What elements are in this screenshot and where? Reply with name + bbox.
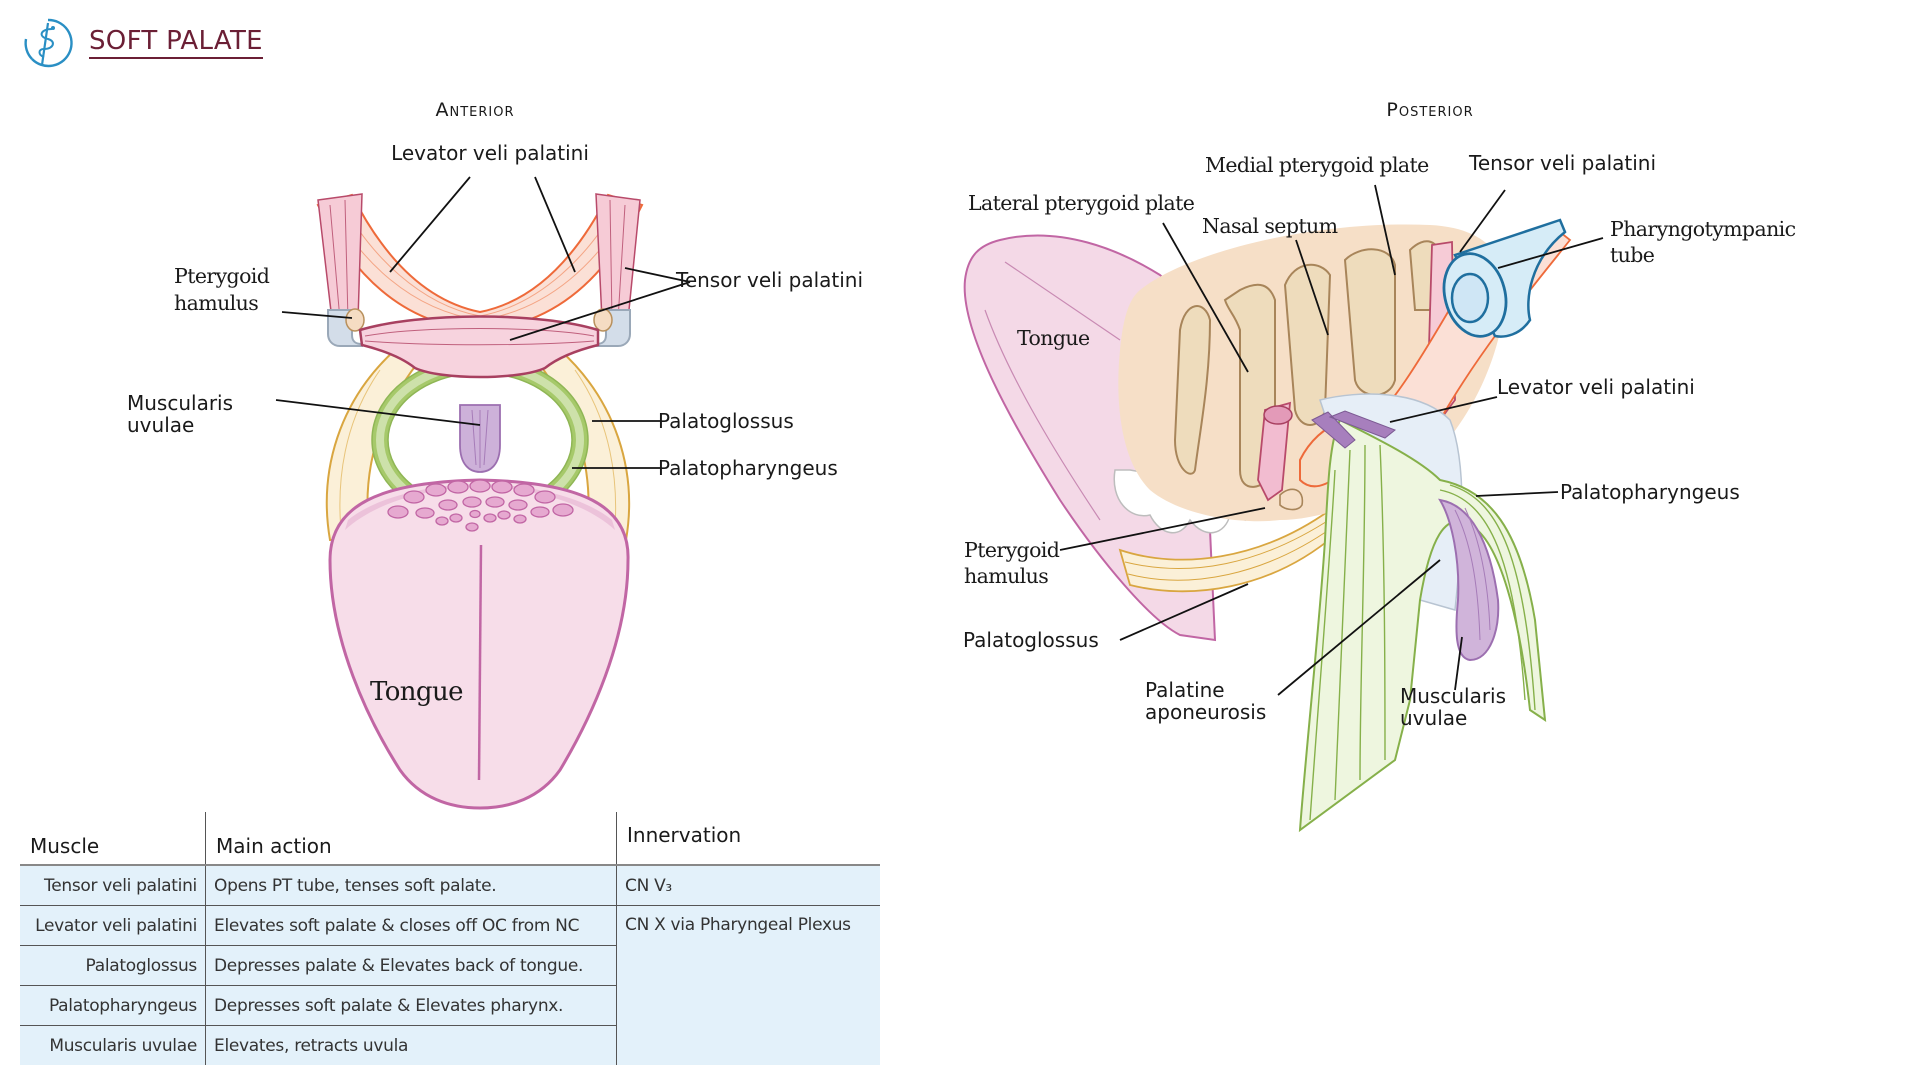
innervation-cell: CN X via Pharyngeal Plexus	[616, 905, 880, 1065]
muscle-cell: Palatoglossus	[20, 945, 206, 986]
posterior-pt-tube-label-2: tube	[1610, 243, 1655, 267]
innervation-cell: CN V₃	[616, 865, 880, 906]
anterior-heading: Anterior	[435, 99, 514, 121]
posterior-tongue-label: Tongue	[1017, 326, 1090, 350]
table-row: Palatoglossus Depresses palate & Elevate…	[20, 945, 880, 986]
header-muscle: Muscle	[20, 812, 206, 866]
action-cell: Elevates soft palate & closes off OC fro…	[205, 905, 617, 946]
posterior-aponeurosis-label-1: Palatine	[1145, 678, 1225, 702]
anterior-hamulus-label-1: Pterygoid	[174, 264, 270, 288]
action-cell: Opens PT tube, tenses soft palate.	[205, 865, 617, 906]
muscle-cell: Palatopharyngeus	[20, 985, 206, 1026]
pterygoid-hamulus-right	[595, 309, 631, 347]
muscle-cell: Tensor veli palatini	[20, 865, 206, 906]
header-innervation: Innervation	[616, 812, 880, 866]
table-row: Tensor veli palatini Opens PT tube, tens…	[20, 865, 880, 906]
caduceus-logo-icon	[24, 18, 73, 68]
anterior-tongue-label: Tongue	[370, 677, 463, 707]
anterior-palatopharyngeus-label: Palatopharyngeus	[658, 456, 838, 480]
muscle-table: Muscle Main action Innervation Tensor ve…	[20, 812, 880, 1065]
muscle-cell: Levator veli palatini	[20, 905, 206, 946]
tongue-papillae	[387, 479, 574, 532]
page-title: SOFT PALATE	[89, 26, 263, 59]
action-cell: Depresses soft palate & Elevates pharynx…	[205, 985, 617, 1026]
muscularis-uvulae-posterior	[1438, 498, 1500, 662]
table-header-row: Muscle Main action Innervation	[20, 812, 880, 866]
action-cell: Depresses palate & Elevates back of tong…	[205, 945, 617, 986]
tensor-veli-palatini-left	[317, 193, 363, 321]
posterior-aponeurosis-label-2: aponeurosis	[1145, 700, 1266, 724]
posterior-medial-plate-label: Medial pterygoid plate	[1205, 153, 1429, 177]
posterior-lateral-plate-label: Lateral pterygoid plate	[968, 191, 1195, 215]
anterior-palatoglossus-label: Palatoglossus	[658, 409, 794, 433]
anterior-diagram: Anterior Tongue	[127, 99, 863, 810]
anterior-hamulus-label-2: hamulus	[174, 291, 258, 315]
posterior-nasal-septum-label: Nasal septum	[1202, 214, 1338, 238]
levator-veli-palatini-anterior	[316, 193, 644, 332]
posterior-hamulus-label-1: Pterygoid	[964, 538, 1060, 562]
posterior-palatopharyngeus-label: Palatopharyngeus	[1560, 480, 1740, 504]
table-row: Palatopharyngeus Depresses soft palate &…	[20, 985, 880, 1026]
anterior-levator-label: Levator veli palatini	[391, 141, 589, 165]
posterior-heading: Posterior	[1386, 99, 1473, 121]
posterior-diagram: Posterior	[963, 99, 1796, 833]
posterior-palatoglossus-label: Palatoglossus	[963, 628, 1099, 652]
posterior-tensor-label: Tensor veli palatini	[1468, 151, 1656, 175]
header-main-action: Main action	[205, 812, 617, 866]
posterior-levator-label: Levator veli palatini	[1497, 375, 1695, 399]
pterygoid-hamulus-posterior	[1279, 488, 1304, 511]
posterior-pt-tube-label-1: Pharyngotympanic	[1610, 217, 1796, 241]
anterior-uvulae-label-2: uvulae	[127, 413, 194, 437]
tensor-cut-end	[1257, 401, 1292, 502]
muscle-cell: Muscularis uvulae	[20, 1025, 206, 1065]
posterior-uvulae-label-2: uvulae	[1400, 706, 1467, 730]
anterior-uvulae-label-1: Muscularis	[127, 391, 233, 415]
table-row: Levator veli palatini Elevates soft pala…	[20, 905, 880, 1065]
table-row: Muscularis uvulae Elevates, retracts uvu…	[20, 1025, 880, 1065]
posterior-hamulus-label-2: hamulus	[964, 564, 1048, 588]
posterior-uvulae-label-1: Muscularis	[1400, 684, 1506, 708]
anterior-tensor-label: Tensor veli palatini	[675, 268, 863, 292]
action-cell: Elevates, retracts uvula	[205, 1025, 617, 1065]
